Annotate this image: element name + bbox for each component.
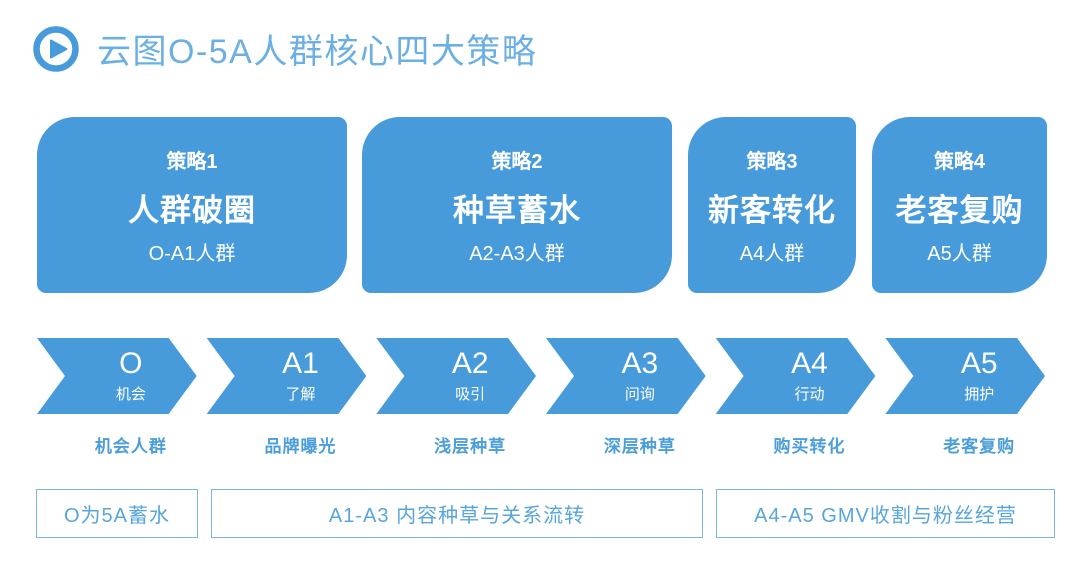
strategy-name: 老客复购 xyxy=(895,192,1024,228)
strategy-card-3: 策略3 新客转化 A4人群 xyxy=(688,117,856,293)
strategy-card-2: 策略2 种草蓄水 A2-A3人群 xyxy=(362,117,672,293)
funnel-stage-A3: A3 问询 xyxy=(546,338,706,414)
note-box-O: O为5A蓄水 xyxy=(36,489,198,538)
stage-trait: 机会 xyxy=(115,385,146,403)
strategy-cards-row: 策略1 人群破圈 O-A1人群 策略2 种草蓄水 A2-A3人群 策略3 新客转… xyxy=(37,117,1047,293)
note-box-A4-A5: A4-A5 GMV收割与粉丝经营 xyxy=(716,489,1055,538)
strategy-audience: A4人群 xyxy=(739,242,805,265)
stage-code: A3 xyxy=(621,347,659,381)
stage-trait: 行动 xyxy=(794,385,825,403)
funnel-label-A5: 老客复购 xyxy=(943,437,1016,456)
stage-trait: 拥护 xyxy=(964,385,995,403)
play-icon xyxy=(33,25,79,72)
stage-trait: 吸引 xyxy=(455,385,486,403)
funnel-stage-A1: A1 了解 xyxy=(207,338,367,414)
stage-code: A2 xyxy=(451,347,489,381)
notes-row: O为5A蓄水 A1-A3 内容种草与关系流转 A4-A5 GMV收割与粉丝经营 xyxy=(36,489,1055,538)
funnel-row: O 机会 A1 了解 A2 吸引 A3 问询 A4 行动 A5 拥护 xyxy=(37,338,1045,414)
funnel-stage-A4: A4 行动 xyxy=(716,338,876,414)
strategy-audience: A2-A3人群 xyxy=(469,242,565,265)
stage-code: A4 xyxy=(791,347,828,381)
stage-code: O xyxy=(119,347,143,381)
strategy-tag: 策略1 xyxy=(166,150,218,173)
funnel-label-A2: 浅层种草 xyxy=(434,437,507,456)
funnel-labels-row: 机会人群 品牌曝光 浅层种草 深层种草 购买转化 老客复购 xyxy=(37,432,1045,457)
funnel-stage-A2: A2 吸引 xyxy=(376,338,536,414)
strategy-card-1: 策略1 人群破圈 O-A1人群 xyxy=(37,117,347,293)
funnel-stage-A5: A5 拥护 xyxy=(885,338,1045,414)
strategy-audience: O-A1人群 xyxy=(148,242,236,265)
funnel-label-A4: 购买转化 xyxy=(773,437,846,456)
stage-code: A1 xyxy=(282,347,319,381)
stage-trait: 了解 xyxy=(285,385,316,403)
header: 云图O-5A人群核心四大策略 xyxy=(33,24,537,73)
funnel-label-A1: 品牌曝光 xyxy=(264,437,337,456)
stage-code: A5 xyxy=(960,347,998,381)
funnel-stage-O: O 机会 xyxy=(37,338,197,414)
page-title: 云图O-5A人群核心四大策略 xyxy=(97,33,538,71)
funnel-label-O: 机会人群 xyxy=(94,437,167,456)
strategy-card-4: 策略4 老客复购 A5人群 xyxy=(872,117,1047,293)
strategy-tag: 策略2 xyxy=(491,150,543,173)
strategy-name: 新客转化 xyxy=(708,192,836,228)
strategy-tag: 策略4 xyxy=(933,150,986,173)
strategy-name: 人群破圈 xyxy=(128,192,256,228)
strategy-tag: 策略3 xyxy=(746,150,798,173)
strategy-audience: A5人群 xyxy=(927,242,992,265)
note-box-A1-A3: A1-A3 内容种草与关系流转 xyxy=(211,489,703,538)
strategy-name: 种草蓄水 xyxy=(453,192,581,228)
stage-trait: 问询 xyxy=(624,385,655,403)
funnel-label-A3: 深层种草 xyxy=(603,437,676,456)
